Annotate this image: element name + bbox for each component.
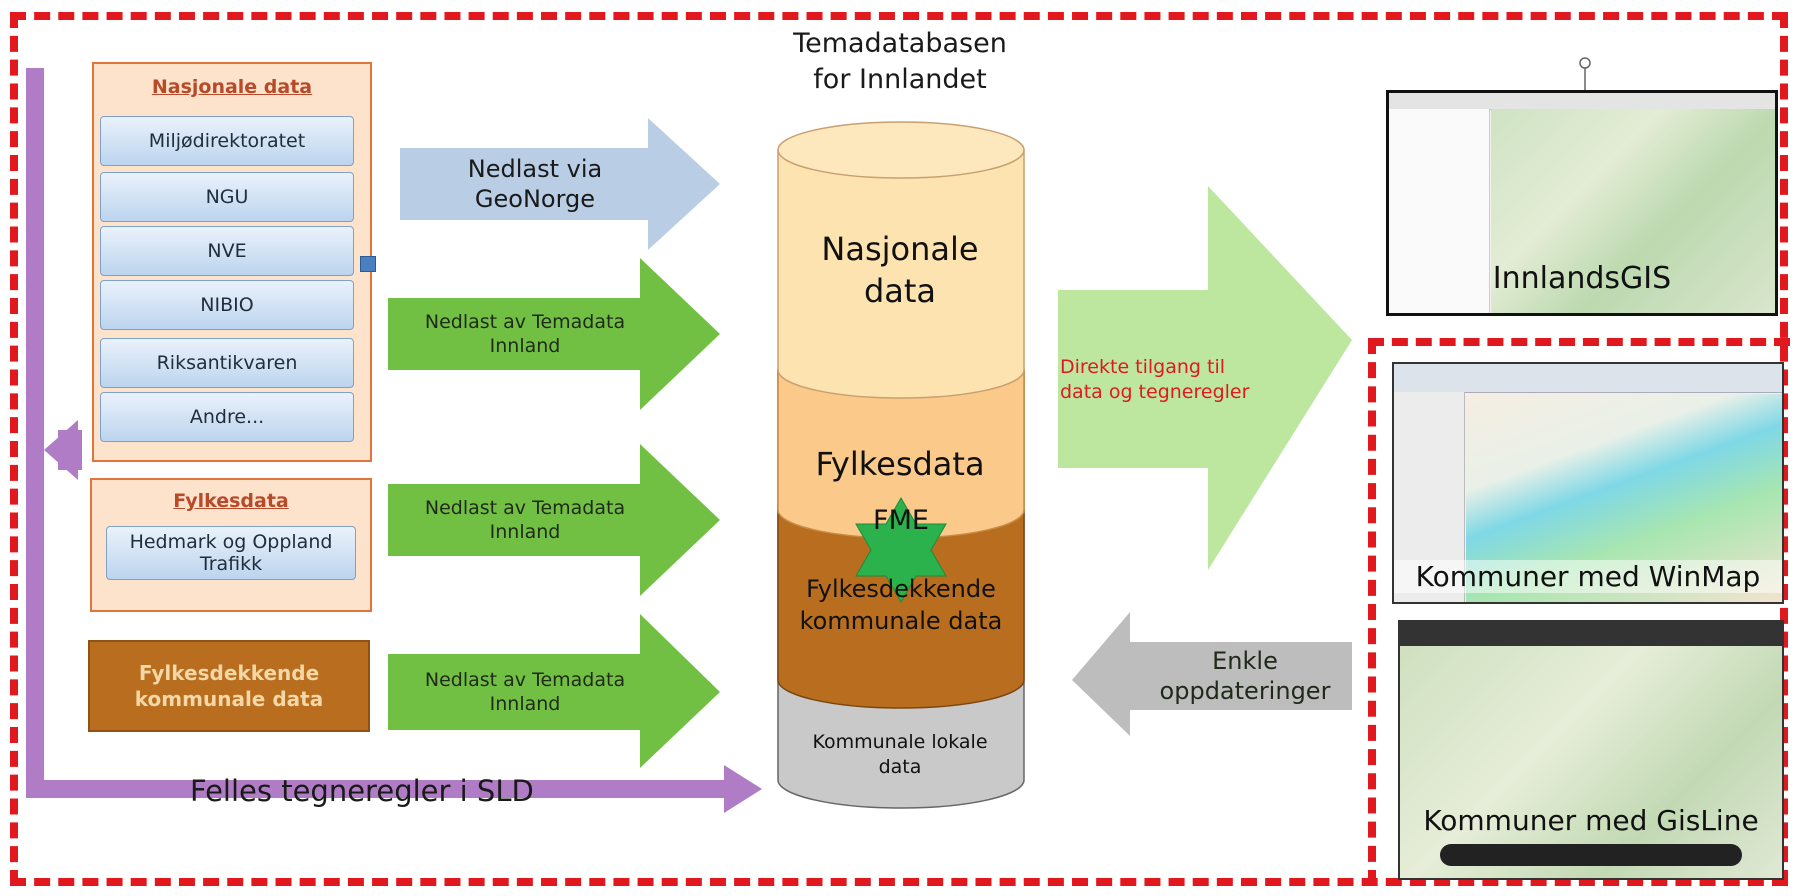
- simple-updates-label: Enkle oppdateringer: [1159, 647, 1331, 705]
- sld-arrow-horizontal: [26, 780, 726, 798]
- municipal-arrow-label: Nedlast av Temadata Innland: [424, 669, 626, 715]
- cylinder-county-municipal-label: Fylkesdekkende kommunale data: [799, 575, 1003, 635]
- county-data-box: Fylkesdata Hedmark og Oppland Trafikk: [90, 478, 372, 612]
- direct-access-label: Direkte tilgang til data og tegneregler: [1060, 356, 1250, 403]
- sld-arrow-vertical: [26, 68, 44, 798]
- rotate-handle: [1579, 57, 1591, 90]
- national-arrow-label: Nedlast av Temadata Innland: [424, 311, 626, 357]
- database-title: Temadatabasen for Innlandet: [793, 28, 1007, 95]
- resize-handle: [360, 256, 376, 272]
- county-data-header: Fylkesdata: [173, 490, 289, 512]
- source-miljodirektoratet: Miljødirektoratet: [100, 116, 354, 166]
- outer-dashed-frame: [10, 12, 1788, 886]
- sld-label: Felles tegneregler i SLD: [190, 774, 534, 808]
- fme-star: [855, 496, 947, 604]
- national-download-arrow: [388, 258, 720, 410]
- innlandsgis-screenshot: InnlandsGIS: [1386, 90, 1778, 316]
- source-ngu: NGU: [100, 172, 354, 222]
- municipal-data-label: Fylkesdekkende kommunale data: [134, 661, 324, 711]
- municipal-download-arrow: [388, 614, 720, 768]
- innlandsgis-caption: InnlandsGIS: [1492, 261, 1672, 296]
- winmap-caption: Kommuner med WinMap: [1394, 560, 1782, 593]
- inner-dashed-frame: [1368, 338, 1790, 886]
- national-data-header: Nasjonale data: [151, 76, 313, 98]
- county-download-arrow: [388, 444, 720, 596]
- cylinder-national-segment: [777, 149, 1025, 399]
- fme-label: FME: [873, 504, 929, 536]
- source-riksantikvaren: Riksantikvaren: [100, 338, 354, 388]
- source-hedmark-oppland-trafikk: Hedmark og Oppland Trafikk: [106, 526, 356, 580]
- source-nibio: NIBIO: [100, 280, 354, 330]
- database-cylinder: [777, 121, 1025, 809]
- cylinder-county-label: Fylkesdata: [815, 445, 985, 483]
- municipal-data-box: Fylkesdekkende kommunale data: [88, 640, 370, 732]
- geonorge-arrow: [400, 118, 720, 250]
- source-nve: NVE: [100, 226, 354, 276]
- cylinder-national-label: Nasjonale data: [821, 230, 979, 310]
- source-andre: Andre...: [100, 392, 354, 442]
- cylinder-local-label: Kommunale lokale data: [812, 731, 988, 778]
- geonorge-arrow-label: Nedlast via GeoNorge: [467, 155, 603, 213]
- simple-updates-arrow: [1072, 612, 1352, 736]
- direct-access-arrow: [1058, 186, 1352, 570]
- gisline-caption: Kommuner med GisLine: [1423, 804, 1759, 837]
- cylinder-top: [777, 121, 1025, 179]
- sld-arrowhead-right: [724, 765, 762, 813]
- county-arrow-label: Nedlast av Temadata Innland: [424, 497, 626, 543]
- gisline-screenshot: Kommuner med GisLine: [1398, 620, 1784, 880]
- winmap-screenshot: Kommuner med WinMap: [1392, 362, 1784, 604]
